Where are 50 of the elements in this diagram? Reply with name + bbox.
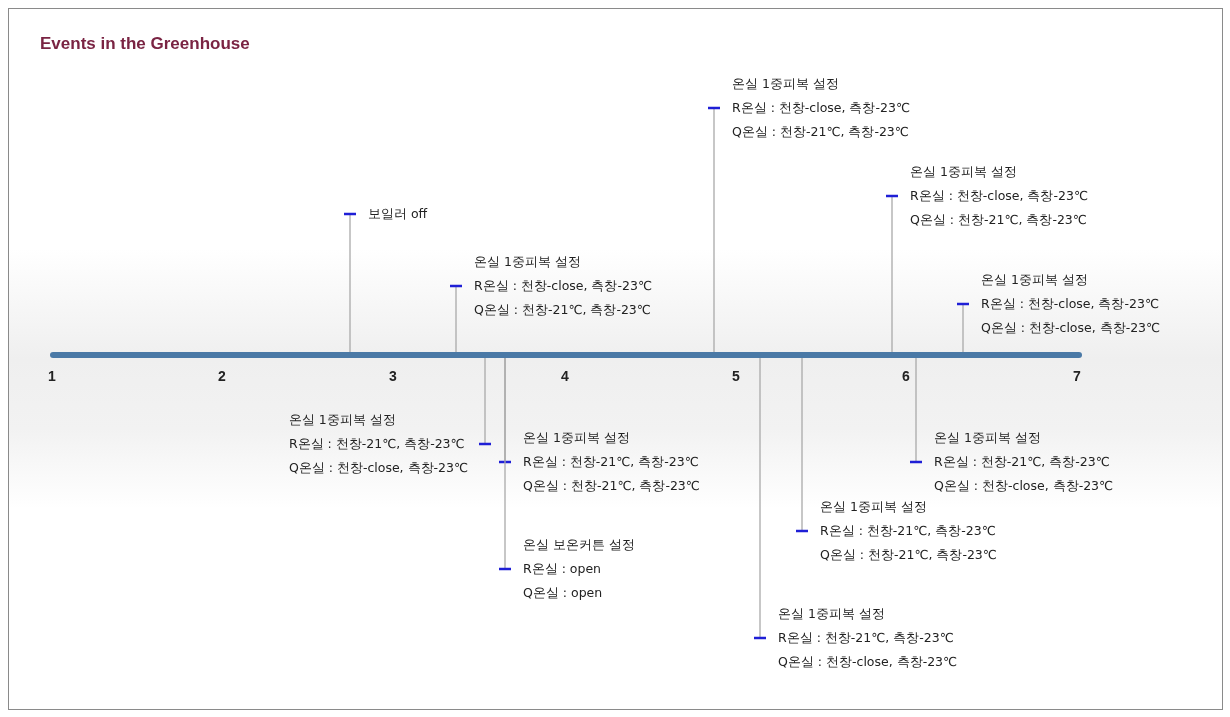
axis-label: 7	[1073, 368, 1081, 384]
event-detail: R온실 : 천창-close, 측창-23℃	[732, 99, 910, 117]
axis-label: 2	[218, 368, 226, 384]
event-detail: Q온실 : open	[523, 584, 604, 602]
event-detail: Q온실 : 천창-21℃, 측창-23℃	[474, 301, 652, 319]
timeline-bar	[50, 352, 1082, 358]
event-title: 온실 1중피복 설정	[934, 429, 1042, 447]
event-title: 온실 1중피복 설정	[820, 498, 928, 516]
axis-label: 6	[902, 368, 910, 384]
leader-line	[342, 212, 358, 353]
event-detail: R온실 : 천창-close, 측창-23℃	[910, 187, 1088, 205]
leader-line	[477, 357, 493, 446]
leader-line	[706, 106, 722, 353]
event-title: 온실 1중피복 설정	[474, 253, 582, 271]
event-title: 온실 1중피복 설정	[523, 429, 631, 447]
title: Events in the Greenhouse	[40, 34, 250, 54]
axis-label: 5	[732, 368, 740, 384]
leader-line	[497, 357, 513, 571]
event-detail: R온실 : open	[523, 560, 603, 578]
leader-line	[908, 357, 924, 464]
leader-line	[955, 302, 971, 353]
leader-line	[794, 357, 810, 533]
event-detail: Q온실 : 천창-close, 측창-23℃	[778, 653, 958, 671]
event-detail: R온실 : 천창-close, 측창-23℃	[474, 277, 652, 295]
event-title: 온실 1중피복 설정	[778, 605, 886, 623]
leader-line	[752, 357, 768, 640]
event-detail: Q온실 : 천창-close, 측창-23℃	[934, 477, 1114, 495]
event-detail: R온실 : 천창-21℃, 측창-23℃	[523, 453, 700, 471]
event-detail: R온실 : 천창-21℃, 측창-23℃	[934, 453, 1111, 471]
event-detail: R온실 : 천창-close, 측창-23℃	[981, 295, 1160, 313]
axis-label: 4	[561, 368, 569, 384]
event-detail: R온실 : 천창-21℃, 측창-23℃	[288, 435, 466, 453]
event-detail: Q온실 : 천창-21℃, 측창-23℃	[732, 123, 910, 141]
event-detail: Q온실 : 천창-21℃, 측창-23℃	[910, 211, 1088, 229]
event-detail: Q온실 : 천창-close, 측창-23℃	[288, 459, 468, 477]
event-detail: 보일러 off	[368, 205, 428, 223]
event-title: 온실 1중피복 설정	[910, 163, 1018, 181]
leader-line	[448, 284, 464, 353]
event-detail: Q온실 : 천창-21℃, 측창-23℃	[820, 546, 997, 564]
axis-label: 3	[389, 368, 397, 384]
event-detail: R온실 : 천창-21℃, 측창-23℃	[778, 629, 955, 647]
event-title: 온실 보온커튼 설정	[523, 536, 635, 554]
leader-line	[884, 194, 900, 353]
axis-label: 1	[48, 368, 56, 384]
event-detail: R온실 : 천창-21℃, 측창-23℃	[820, 522, 997, 540]
event-title: 온실 1중피복 설정	[732, 75, 840, 93]
event-title: 온실 1중피복 설정	[981, 271, 1089, 289]
event-title: 온실 1중피복 설정	[288, 411, 397, 429]
event-detail: Q온실 : 천창-21℃, 측창-23℃	[523, 477, 700, 495]
event-detail: Q온실 : 천창-close, 측창-23℃	[981, 319, 1161, 337]
